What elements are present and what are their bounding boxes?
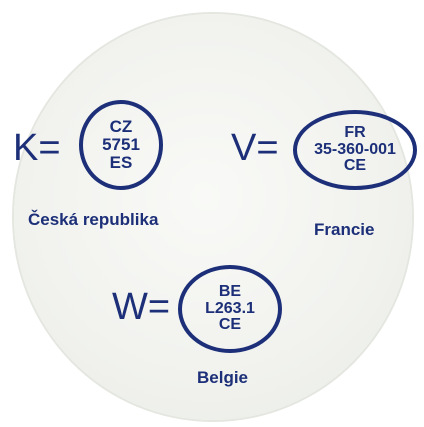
country-label: Belgie xyxy=(197,368,249,387)
country-label: Francie xyxy=(314,220,375,239)
country-code: CZ xyxy=(109,117,133,137)
country-code: BE xyxy=(218,282,242,300)
stamp-prefix: V= xyxy=(231,127,279,169)
community-code: CE xyxy=(218,316,242,334)
country-code: FR xyxy=(344,123,366,141)
approval-number: L263.1 xyxy=(205,299,255,317)
approval-number: 35-360-001 xyxy=(314,140,396,158)
approval-number: 5751 xyxy=(102,135,140,155)
identification-mark-oval: FR 35-360-001 CE xyxy=(293,110,417,190)
country-label: Česká republika xyxy=(28,210,159,229)
community-code: ES xyxy=(109,152,133,172)
stamp-prefix: K= xyxy=(13,127,61,169)
identification-mark-oval: CZ 5751 ES xyxy=(79,100,163,190)
identification-mark-oval: BE L263.1 CE xyxy=(178,265,282,353)
stamp-prefix: W= xyxy=(112,286,171,328)
background-disc xyxy=(14,14,412,420)
community-code: CE xyxy=(343,157,367,175)
